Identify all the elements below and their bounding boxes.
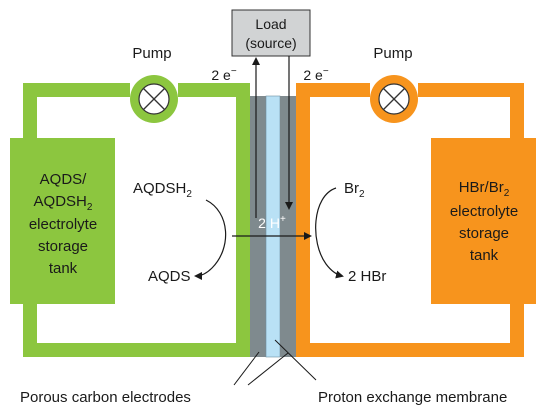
left-tank-line2: AQDSH2 [34,193,93,213]
right-electrode-orange-edge [296,96,310,357]
electrodes-label: Porous carbon electrodes [20,389,191,406]
right-tank-line3: storage [459,225,509,242]
left-porous-carbon-electrode [250,96,266,357]
right-pump [370,75,418,123]
membrane-label: Proton exchange membrane [318,389,507,406]
br2-label: Br2 [344,180,365,200]
aqds-label: AQDS [148,268,191,285]
right-reaction-arrow [315,187,344,279]
right-pump-label: Pump [373,45,412,62]
right-porous-carbon-electrode [280,96,296,357]
electrode-callout-left [233,351,260,386]
right-tank-line1: HBr/Br2 [459,179,510,199]
membrane-callout [274,339,317,381]
load-title: Load [255,16,286,32]
left-storage-tank [10,138,115,304]
left-electrode-green-edge [236,96,250,357]
left-tank-line5: tank [49,260,78,277]
load-subtitle: (source) [245,35,296,51]
left-reaction-arrow [194,199,227,280]
electrode-callout-right [247,352,289,386]
right-storage-tank [431,138,536,304]
right-tank-line4: tank [470,247,499,264]
left-pump [130,75,178,123]
aqdsh2-label: AQDSH2 [133,180,192,200]
left-pump-label: Pump [132,45,171,62]
load-box [231,9,311,57]
proton-label: 2 H+ [258,214,286,231]
left-tank-line1: AQDS/ [40,171,88,188]
electron-label-left: 2 e− [211,66,236,83]
left-tank-line3: electrolyte [29,216,97,233]
hbr-label: 2 HBr [348,268,386,285]
electron-label-right: 2 e− [303,66,328,83]
left-tank-line4: storage [38,238,88,255]
right-tank-line2: electrolyte [450,203,518,220]
